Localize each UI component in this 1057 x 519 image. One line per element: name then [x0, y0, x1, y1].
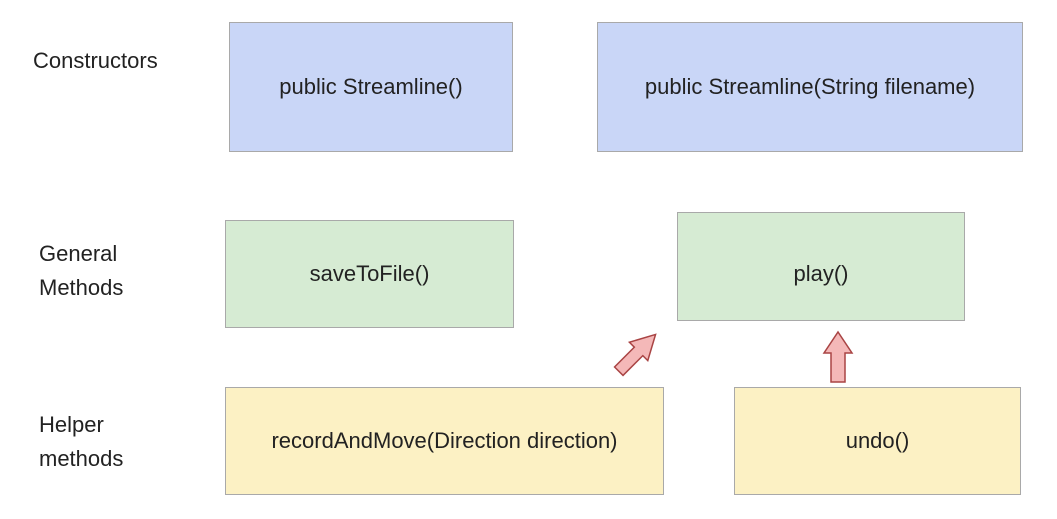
row-label-constructors: Constructors: [33, 44, 158, 78]
row-label-helper-line-1: Helper: [39, 412, 104, 437]
row-label-general-line-1: General: [39, 241, 118, 266]
arrow-record-to-play-shape: [613, 333, 657, 377]
play-box: play(): [677, 212, 965, 321]
row-label-helper-line-2: methods: [39, 446, 124, 471]
play-label: play(): [793, 261, 849, 286]
row-label-constructors-line-1: Constructors: [33, 48, 158, 73]
undo-label: undo(): [845, 428, 910, 453]
row-label-general-methods: General Methods: [39, 237, 123, 305]
record-and-move-label: recordAndMove(Direction direction): [271, 428, 618, 453]
row-label-general-line-2: Methods: [39, 275, 124, 300]
constructor-filename-label: public Streamline(String filename): [644, 74, 976, 99]
record-and-move-box: recordAndMove(Direction direction): [225, 387, 664, 495]
constructor-default-label: public Streamline(): [279, 74, 463, 99]
arrow-undo-to-play-shape: [822, 330, 854, 383]
row-label-helper-methods: Helper methods: [39, 408, 123, 476]
save-to-file-label: saveToFile(): [309, 261, 430, 286]
undo-box: undo(): [734, 387, 1021, 495]
constructor-default-box: public Streamline(): [229, 22, 513, 152]
constructor-filename-box: public Streamline(String filename): [597, 22, 1023, 152]
save-to-file-box: saveToFile(): [225, 220, 514, 328]
